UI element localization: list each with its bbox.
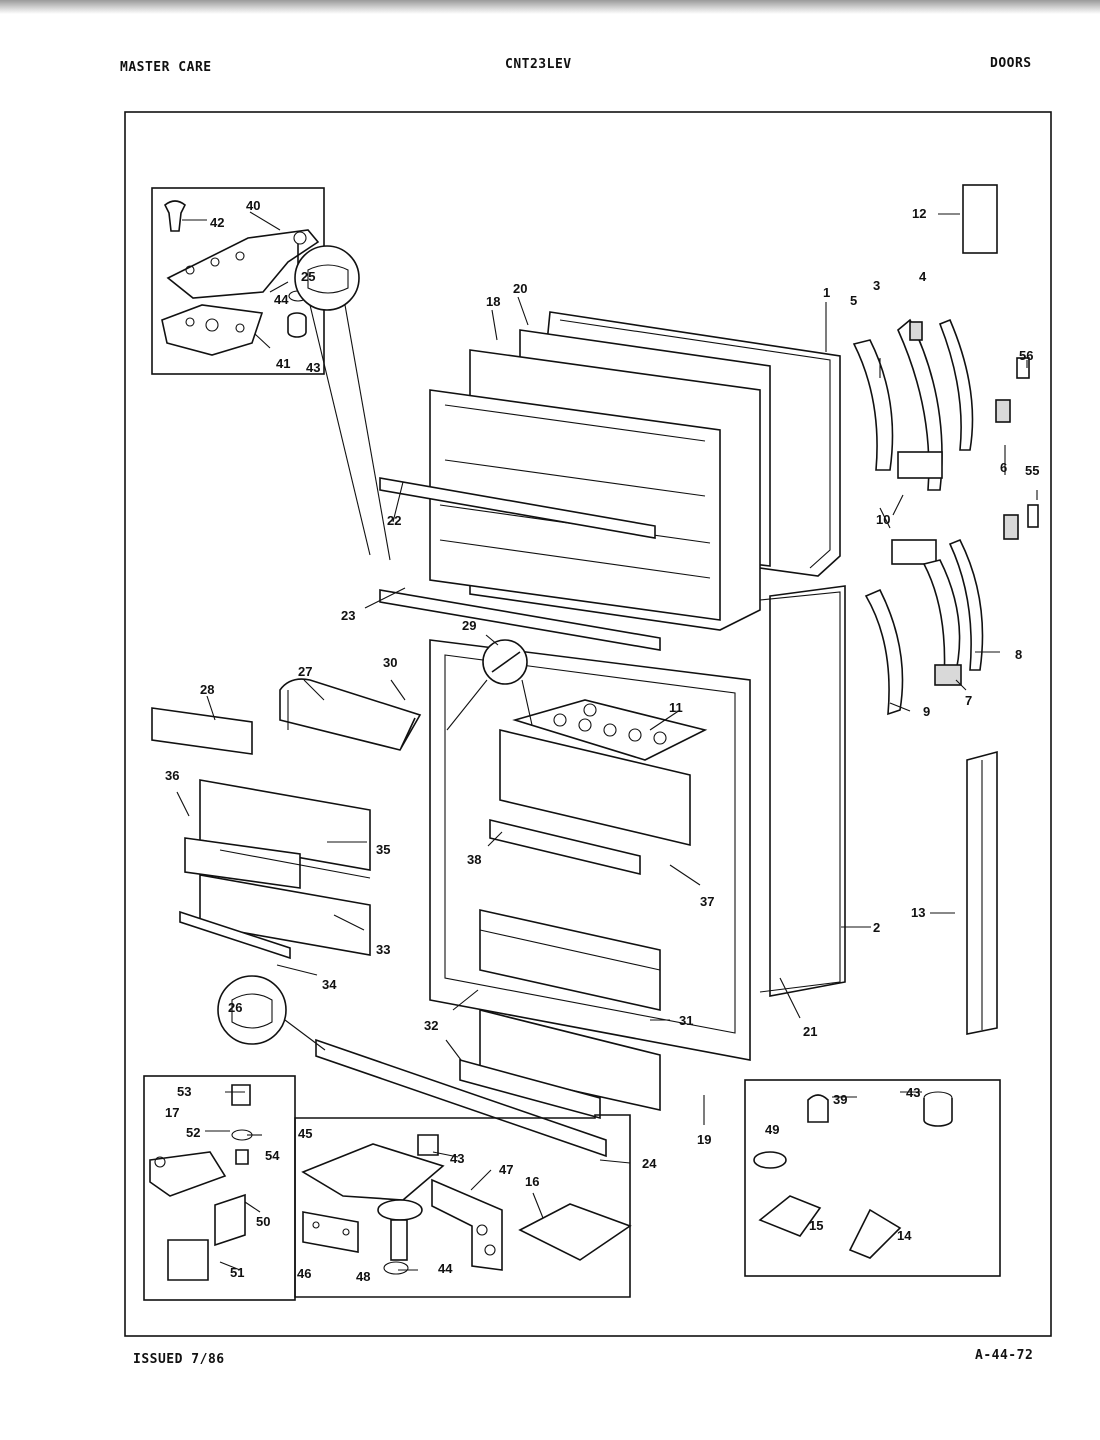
callout-4: 4: [919, 269, 927, 284]
callout-3: 3: [873, 278, 880, 293]
callout-51: 51: [230, 1265, 244, 1280]
callout-10: 10: [876, 512, 890, 527]
callout-48: 48: [356, 1269, 370, 1284]
callout-49: 49: [765, 1122, 779, 1137]
callout-39: 39: [833, 1092, 847, 1107]
callout-labels: 1 2 3 4 5 6 7 8 9 10 11 12 13 14 15 16 1…: [165, 198, 1039, 1284]
callout-28: 28: [200, 682, 214, 697]
callout-7: 7: [965, 693, 972, 708]
callout-56: 56: [1019, 348, 1033, 363]
callout-46: 46: [297, 1266, 311, 1281]
callout-2: 2: [873, 920, 880, 935]
callout-41: 41: [276, 356, 290, 371]
callout-24: 24: [642, 1156, 657, 1171]
callout-33: 33: [376, 942, 390, 957]
callout-31: 31: [679, 1013, 693, 1028]
callout-19: 19: [697, 1132, 711, 1147]
detail-circles: [217, 245, 391, 1051]
freezer-door: [379, 311, 841, 631]
callout-20: 20: [513, 281, 527, 296]
callout-43: 43: [306, 360, 320, 375]
callout-25: 25: [301, 269, 315, 284]
page-code: A-44-72: [975, 1348, 1034, 1363]
callout-17: 17: [165, 1105, 179, 1120]
center-hinge-inset: [294, 1114, 632, 1298]
section-title: DOORS: [990, 56, 1032, 71]
callout-47: 47: [499, 1162, 513, 1177]
loose-bins: [151, 678, 422, 960]
brand-label: MASTER CARE: [120, 60, 212, 75]
callout-43c: 43: [450, 1151, 464, 1166]
callout-5: 5: [850, 293, 857, 308]
callout-44: 44: [274, 292, 289, 307]
callout-36: 36: [165, 768, 179, 783]
callout-18: 18: [486, 294, 500, 309]
bottom-hinge-inset: [143, 1075, 296, 1301]
callout-45: 45: [298, 1126, 312, 1141]
fresh-food-door: [315, 585, 846, 1158]
callout-26: 26: [228, 1000, 242, 1015]
leader-lines: [176, 211, 1038, 1271]
callout-52: 52: [186, 1125, 200, 1140]
callout-30: 30: [383, 655, 397, 670]
door-handles: [852, 184, 1039, 1035]
callout-12: 12: [912, 206, 926, 221]
callout-50: 50: [256, 1214, 270, 1229]
callout-42: 42: [210, 215, 224, 230]
callout-53: 53: [177, 1084, 191, 1099]
callout-1: 1: [823, 285, 830, 300]
callout-37: 37: [700, 894, 714, 909]
callout-22: 22: [387, 513, 401, 528]
callout-6: 6: [1000, 460, 1007, 475]
callout-54: 54: [265, 1148, 280, 1163]
callout-9: 9: [923, 704, 930, 719]
diagram-frame: [124, 111, 1052, 1337]
callout-14: 14: [897, 1228, 912, 1243]
parts-bag-inset: [744, 1079, 1001, 1277]
callout-43b: 43: [906, 1085, 920, 1100]
callout-11: 11: [669, 700, 683, 715]
callout-55: 55: [1025, 463, 1039, 478]
callout-27: 27: [298, 664, 312, 679]
callout-13: 13: [911, 905, 925, 920]
callout-35: 35: [376, 842, 390, 857]
callout-15: 15: [809, 1218, 823, 1233]
callout-16: 16: [525, 1174, 539, 1189]
callout-40: 40: [246, 198, 260, 213]
scan-edge-shadow: [0, 0, 1100, 14]
model-number: CNT23LEV: [505, 57, 572, 72]
callout-23: 23: [341, 608, 355, 623]
callout-34: 34: [322, 977, 337, 992]
callout-21: 21: [803, 1024, 817, 1039]
callout-8: 8: [1015, 647, 1022, 662]
callout-32: 32: [424, 1018, 438, 1033]
callout-29: 29: [462, 618, 476, 633]
callout-44b: 44: [438, 1261, 453, 1276]
callout-38: 38: [467, 852, 481, 867]
issue-date: ISSUED 7/86: [133, 1352, 225, 1367]
